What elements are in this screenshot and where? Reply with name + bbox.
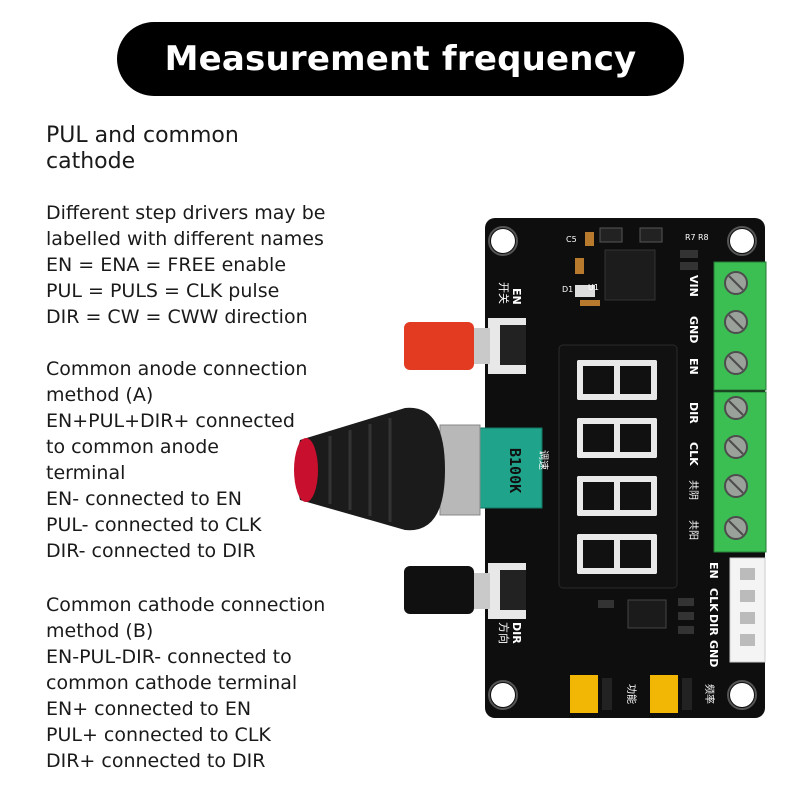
- display-segment: [614, 360, 620, 400]
- dir-switch-cn: 方向: [497, 622, 511, 644]
- cathode-line: method (B): [46, 620, 154, 642]
- connector-label: DIR: [707, 614, 720, 636]
- chip-label: U1: [588, 283, 599, 292]
- anode-line: DIR- connected to DIR: [46, 540, 256, 562]
- display-segment: [617, 476, 657, 482]
- speed-label: 调速: [537, 450, 549, 470]
- names-line: DIR = CW = CWW direction: [46, 306, 308, 328]
- display-segment: [651, 534, 657, 574]
- display-digit: [577, 360, 657, 400]
- anode-line: EN- connected to EN: [46, 488, 242, 510]
- terminal-label: GND: [687, 316, 700, 343]
- display-digit: [577, 534, 657, 574]
- screw-terminal-block: [713, 261, 767, 553]
- cathode-line: common cathode terminal: [46, 672, 298, 694]
- display-segment: [577, 534, 617, 540]
- display-segment: [614, 476, 620, 516]
- common-cn-label: 共阴: [687, 480, 699, 500]
- pul-title-line2: cathode: [46, 149, 136, 174]
- mounting-holes: [491, 229, 754, 707]
- display-segment: [617, 510, 657, 516]
- display-segment: [614, 534, 620, 574]
- display-segment: [577, 360, 583, 400]
- chip-label: R8: [698, 233, 709, 242]
- display-segment: [577, 394, 617, 400]
- display-digit: [577, 476, 657, 516]
- terminal-label: CLK: [687, 442, 700, 466]
- smd-components: [575, 232, 698, 306]
- display-segment: [617, 568, 657, 574]
- terminal-label: VIN: [687, 275, 700, 297]
- connector-label: GND: [707, 640, 720, 667]
- display-segment: [577, 476, 617, 482]
- names-line: PUL = PULS = CLK pulse: [46, 280, 280, 302]
- red-button-cap: [404, 322, 474, 370]
- regulator-chip: [604, 249, 656, 301]
- pot-label: B100K: [506, 448, 524, 493]
- cathode-line: PUL+ connected to CLK: [46, 724, 271, 746]
- display-segment: [577, 452, 617, 458]
- jumper-func-label: 功能: [625, 684, 638, 704]
- anode-line: EN+PUL+DIR+ connected: [46, 410, 295, 432]
- display-segment: [577, 418, 617, 424]
- display-segment: [577, 360, 617, 366]
- display-segment: [577, 534, 583, 574]
- display-segment: [651, 360, 657, 400]
- page-title: Measurement frequency: [164, 39, 637, 79]
- display-segment: [614, 418, 620, 458]
- anode-line: Common anode connection: [46, 358, 308, 380]
- display-segment: [577, 418, 583, 458]
- display-segment: [577, 476, 583, 516]
- chip-label: C5: [566, 235, 577, 244]
- names-line: EN = ENA = FREE enable: [46, 254, 287, 276]
- en-switch-label: EN: [510, 288, 523, 305]
- terminal-label: EN: [687, 358, 700, 375]
- chip-label: D1: [562, 285, 573, 294]
- anode-line: PUL- connected to CLK: [46, 514, 262, 536]
- display-digit: [577, 418, 657, 458]
- cathode-line: EN+ connected to EN: [46, 698, 252, 720]
- pul-title-line1: PUL and common: [46, 123, 239, 148]
- names-line: Different step drivers may be: [46, 202, 326, 224]
- names-line: labelled with different names: [46, 228, 324, 250]
- display-segment: [617, 534, 657, 540]
- anode-line: terminal: [46, 462, 126, 484]
- cathode-line: DIR+ connected to DIR: [46, 750, 266, 772]
- display-segment: [617, 360, 657, 366]
- cathode-line: EN-PUL-DIR- connected to: [46, 646, 292, 668]
- display-segment: [617, 394, 657, 400]
- black-button-cap: [404, 566, 474, 614]
- dir-switch-label: DIR: [510, 622, 523, 644]
- cathode-line: Common cathode connection: [46, 594, 326, 616]
- knob: [294, 407, 445, 531]
- seven-segment-display: [558, 344, 678, 589]
- jumper-freq-label: 频率: [703, 684, 716, 704]
- mcu-chip: [627, 599, 667, 629]
- connector-label: EN: [707, 562, 720, 579]
- display-segment: [651, 418, 657, 458]
- terminal-label: DIR: [687, 402, 700, 424]
- display-segment: [577, 510, 617, 516]
- anode-line: to common anode: [46, 436, 219, 458]
- display-segment: [651, 476, 657, 516]
- chip-label: R7: [685, 233, 696, 242]
- display-segment: [617, 452, 657, 458]
- display-segment: [617, 418, 657, 424]
- title-banner: Measurement frequency: [117, 22, 684, 96]
- connector-label: CLK: [707, 588, 720, 612]
- anode-line: method (A): [46, 384, 154, 406]
- en-push-button: [404, 318, 526, 374]
- dir-push-button: [404, 563, 526, 619]
- display-segment: [577, 568, 617, 574]
- jumper-blocks: [570, 675, 692, 713]
- common-cn-label: 共阳: [687, 520, 699, 540]
- en-switch-cn: 开关: [497, 282, 511, 304]
